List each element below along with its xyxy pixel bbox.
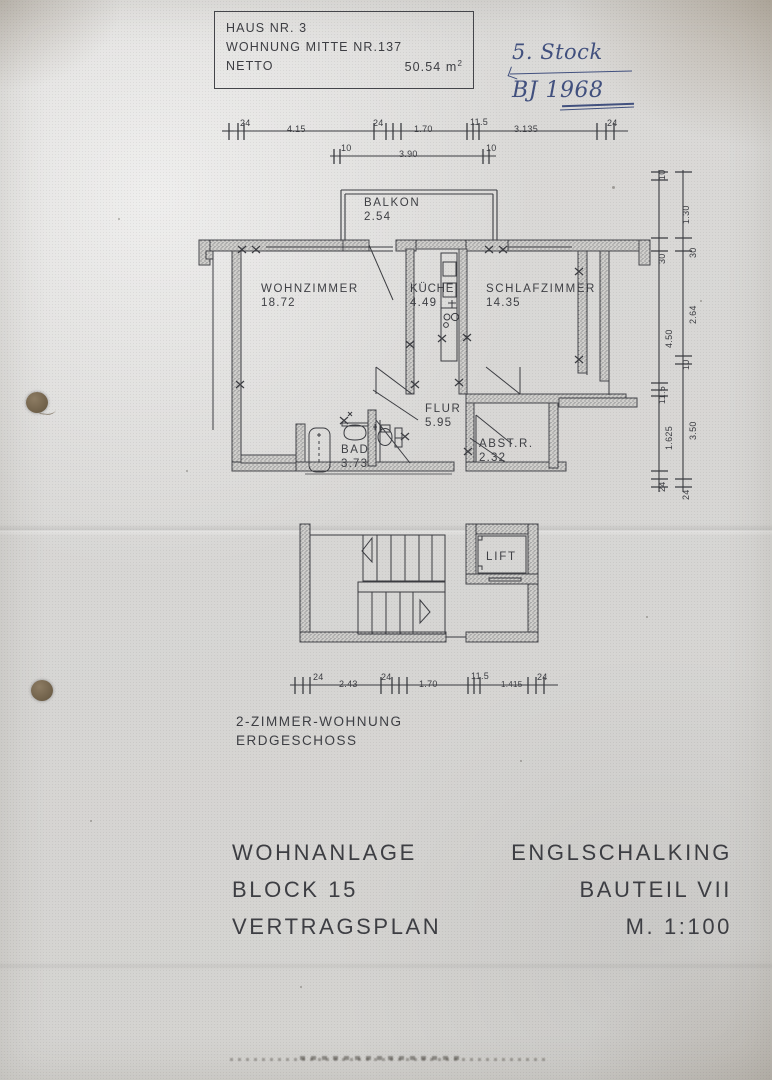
bath-fixtures bbox=[305, 411, 452, 475]
dim-right-inner-2: 4.50 bbox=[664, 329, 674, 348]
door-opening-marks bbox=[235, 245, 584, 456]
punch-hole-upper bbox=[26, 392, 57, 416]
footer-scale: M. 1:100 bbox=[625, 914, 732, 939]
footer-row-1: WOHNANLAGE ENGLSCHALKING bbox=[232, 840, 732, 877]
dim-top-main-2: 24 bbox=[373, 118, 384, 128]
dim-right-outer-2: 2.64 bbox=[688, 305, 698, 324]
handwritten-floor-annotation: 5. Stock bbox=[512, 40, 603, 64]
walls-hatched bbox=[198, 239, 651, 472]
dim-top-main-3: 1.70 bbox=[414, 124, 433, 134]
footer-project-name: ENGLSCHALKING bbox=[511, 840, 732, 865]
room-label-abstellraum: ABST.R. 2.32 bbox=[479, 438, 534, 464]
dim-right-outer-0: 1.30 bbox=[681, 205, 691, 224]
dim-right-outer-5: 24 bbox=[681, 489, 691, 500]
dim-bottom-0: 24 bbox=[313, 672, 324, 682]
title-box-netto-area: 50.54 m2 bbox=[404, 59, 463, 75]
title-box-apartment-number: WOHNUNG MITTE NR.137 bbox=[226, 40, 403, 54]
dim-bottom-1: 2.43 bbox=[339, 679, 358, 689]
dim-bottom-4: 11.5 bbox=[471, 671, 490, 681]
dimension-chain-top-second bbox=[330, 149, 496, 164]
footer-project-label: WOHNANLAGE bbox=[232, 840, 417, 865]
dim-right-outer-3: 10 bbox=[681, 359, 691, 370]
kitchen-fixtures bbox=[440, 252, 460, 362]
dim-top-main-4: 11.5 bbox=[470, 117, 489, 127]
dim-top-second-0: 10 bbox=[341, 143, 352, 153]
dim-right-inner-0: 10 bbox=[657, 169, 667, 180]
footer-row-3: VERTRAGSPLAN M. 1:100 bbox=[232, 914, 732, 951]
title-box-house-number: HAUS NR. 3 bbox=[226, 21, 308, 35]
title-box-netto-label: NETTO bbox=[226, 59, 274, 73]
footer-row-2: BLOCK 15 BAUTEIL VII bbox=[232, 877, 732, 914]
room-label-flur: FLUR 5.95 bbox=[425, 403, 462, 429]
dim-bottom-3: 1.70 bbox=[419, 679, 438, 689]
dimension-chain-bottom bbox=[290, 677, 558, 694]
dimension-chain-right-outer bbox=[675, 170, 692, 492]
dim-right-inner-1: 30 bbox=[657, 253, 667, 264]
dimension-chain-top-main bbox=[222, 123, 628, 140]
stairwell bbox=[299, 523, 466, 643]
footer-title-block: WOHNANLAGE ENGLSCHALKING BLOCK 15 BAUTEI… bbox=[232, 840, 732, 951]
caption-line-2: ERDGESCHOSS bbox=[236, 733, 358, 748]
dim-right-outer-4: 3.50 bbox=[688, 421, 698, 440]
footer-block-number: BLOCK 15 bbox=[232, 877, 358, 902]
room-balkon-outline bbox=[340, 189, 498, 240]
room-label-bad: BAD 3.73 bbox=[341, 444, 370, 470]
dim-right-inner-4: 1.625 bbox=[664, 425, 674, 450]
dim-top-second-2: 10 bbox=[486, 143, 497, 153]
plan-caption: 2-ZIMMER-WOHNUNG ERDGESCHOSS bbox=[236, 712, 402, 750]
room-label-schlafzimmer: SCHLAFZIMMER 14.35 bbox=[486, 283, 596, 309]
dim-top-main-1: 4.15 bbox=[287, 124, 306, 134]
footer-plan-type: VERTRAGSPLAN bbox=[232, 914, 442, 939]
dim-bottom-6: 24 bbox=[537, 672, 548, 682]
dim-bottom-5: 1.415 bbox=[501, 680, 523, 689]
handwritten-year-annotation: BJ 1968 bbox=[512, 78, 604, 103]
dim-top-second-1: 3.90 bbox=[399, 149, 418, 159]
dimension-chain-right-inner bbox=[651, 170, 668, 492]
dim-right-inner-3: 11.5 bbox=[657, 385, 667, 404]
lift-shaft bbox=[465, 523, 539, 643]
footer-bauteil: BAUTEIL VII bbox=[579, 877, 732, 902]
room-label-kueche: KÜCHE 4.49 bbox=[410, 283, 455, 309]
dim-top-main-0: 24 bbox=[240, 118, 251, 128]
walls-thin-lines bbox=[212, 244, 610, 464]
punch-hole-lower bbox=[31, 680, 53, 701]
dim-top-main-6: 24 bbox=[607, 118, 618, 128]
dim-right-inner-5: 24 bbox=[657, 481, 667, 492]
title-box: HAUS NR. 3 WOHNUNG MITTE NR.137 NETTO 50… bbox=[214, 11, 474, 89]
dim-right-outer-1: 30 bbox=[688, 247, 698, 258]
label-lift: LIFT bbox=[486, 551, 517, 563]
room-label-balkon: BALKON 2.54 bbox=[364, 197, 421, 223]
caption-line-1: 2-ZIMMER-WOHNUNG bbox=[236, 714, 403, 729]
dim-top-main-5: 3.135 bbox=[514, 124, 539, 134]
room-label-wohnzimmer: WOHNZIMMER 18.72 bbox=[261, 283, 359, 309]
dim-bottom-2: 24 bbox=[381, 672, 392, 682]
